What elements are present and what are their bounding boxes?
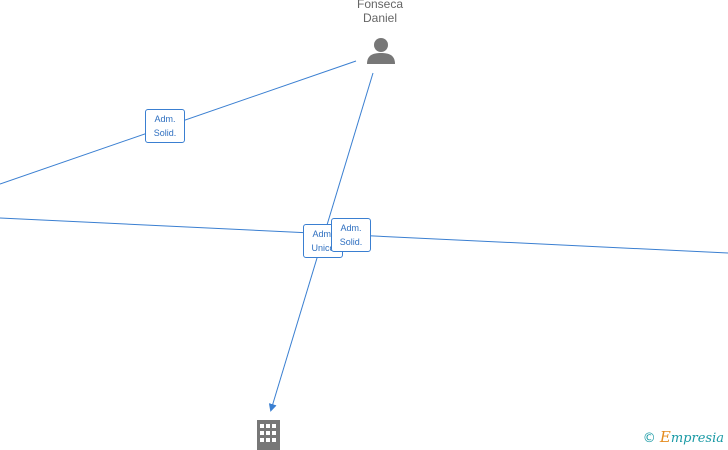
edge-label-line2: Solid. <box>153 128 177 138</box>
edge-label-line1: Adm. <box>312 229 334 239</box>
brand-rest: mpresia <box>670 431 724 446</box>
edge-label-line1: Adm. <box>154 114 176 124</box>
brand-e: E <box>659 428 671 446</box>
person-name-line1: Fonseca <box>356 0 404 11</box>
person-name-label[interactable]: Fonseca Daniel <box>340 0 420 25</box>
edge-label-line2: Unico <box>311 243 335 253</box>
building-icon[interactable] <box>257 420 280 450</box>
empresia-watermark: © Empresia <box>643 428 724 446</box>
person-icon[interactable] <box>367 38 395 64</box>
copyright-symbol: © <box>642 431 656 446</box>
edge-label-adm-solid-center[interactable]: Adm. Solid. <box>331 218 371 252</box>
edge-label-adm-solid[interactable]: Adm. Solid. <box>145 109 185 143</box>
edge-label-line1: Adm. <box>340 223 362 233</box>
edge-label-line2: Solid. <box>339 237 363 247</box>
person-name-line2: Daniel <box>362 11 398 25</box>
